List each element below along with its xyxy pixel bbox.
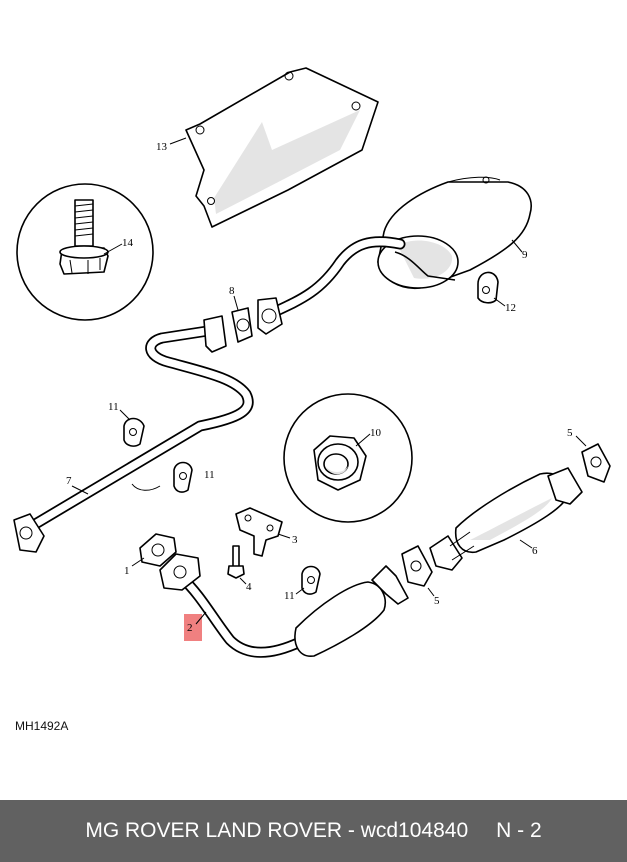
exhaust-system-diagram: 13 14 9 12 8 bbox=[13, 67, 611, 658]
down-pipe bbox=[159, 553, 409, 658]
gasket-1 bbox=[139, 533, 177, 567]
label-7: 7 bbox=[66, 475, 72, 487]
footer-page: N - 2 bbox=[496, 819, 542, 842]
footer-bar: MG ROVER LAND ROVER - wcd104840 N - 2 bbox=[0, 800, 627, 862]
rubber-mounting-11a bbox=[123, 417, 145, 447]
label-8: 8 bbox=[229, 285, 235, 297]
rear-silencer bbox=[377, 176, 532, 289]
label-5b: 5 bbox=[434, 595, 440, 607]
label-13: 13 bbox=[156, 141, 168, 153]
label-14: 14 bbox=[122, 237, 134, 249]
label-5a: 5 bbox=[567, 427, 573, 439]
rubber-mounting-12 bbox=[477, 271, 499, 304]
gasket-5b bbox=[401, 545, 433, 587]
gasket-5a bbox=[581, 443, 611, 483]
gasket-8 bbox=[231, 297, 283, 343]
bolt-detail-circle bbox=[16, 183, 154, 321]
drawing-code: MH1492A bbox=[15, 719, 69, 733]
label-9: 9 bbox=[522, 249, 528, 261]
bracket-3 bbox=[235, 507, 283, 557]
label-1: 1 bbox=[124, 565, 130, 577]
label-4: 4 bbox=[246, 581, 252, 593]
nut-detail-circle bbox=[283, 393, 413, 523]
label-11a: 11 bbox=[108, 401, 119, 413]
rubber-mounting-11b bbox=[173, 461, 193, 493]
label-11c: 11 bbox=[284, 590, 295, 602]
label-11b: 11 bbox=[204, 469, 215, 481]
part-2-highlight bbox=[184, 614, 202, 641]
label-2: 2 bbox=[187, 622, 193, 634]
heat-shield bbox=[185, 67, 379, 228]
intermediate-pipe bbox=[264, 236, 406, 320]
label-3: 3 bbox=[292, 534, 298, 546]
front-pipe bbox=[13, 315, 254, 553]
bolt-4 bbox=[227, 545, 245, 579]
label-6: 6 bbox=[532, 545, 538, 557]
rubber-mounting-11c bbox=[301, 565, 321, 595]
label-10: 10 bbox=[370, 427, 382, 439]
label-12: 12 bbox=[505, 302, 516, 314]
catalytic-converter bbox=[429, 467, 583, 571]
footer-brand: MG ROVER LAND ROVER - wcd104840 bbox=[85, 819, 469, 842]
